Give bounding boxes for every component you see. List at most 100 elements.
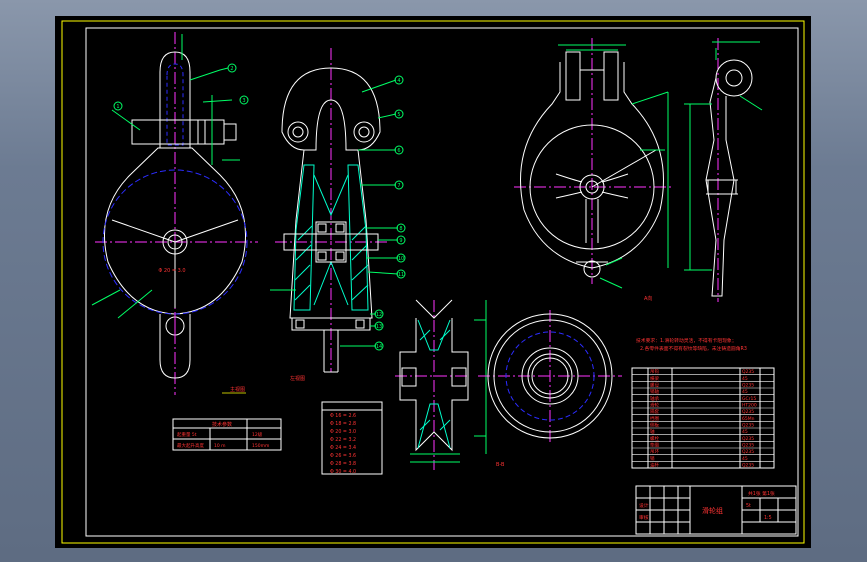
top-right-view-title: A向: [644, 295, 652, 302]
svg-text:150mm: 150mm: [252, 443, 269, 449]
parts-list-name: 轴承: [650, 395, 659, 402]
drawing-sheet-count: 共1张 第1张: [748, 490, 775, 497]
balloon-2: 2: [230, 66, 233, 72]
far-right-profile: [705, 77, 735, 297]
top-right-view: [514, 38, 672, 289]
technical-notes: 技术要求：1.滑轮转动灵活，不得有卡阻现象； 2.各零件表面不得有裂纹等缺陷，未…: [636, 337, 747, 352]
front-view-hook: [159, 51, 191, 149]
svg-text:技术参数: 技术参数: [212, 421, 232, 428]
sheave-face-view: [478, 310, 622, 444]
parts-list-name: 螺母: [650, 382, 659, 389]
parts-list-material: 45: [742, 456, 748, 462]
svg-text:14: 14: [376, 344, 382, 350]
front-view-title: 主视图: [230, 386, 245, 393]
checker-label: 审核: [639, 514, 649, 521]
front-view-bottom-eye: [159, 314, 191, 379]
far-right-view: [684, 38, 763, 302]
sheave-section: [395, 299, 487, 470]
parts-list-material: 65Mn: [742, 416, 755, 422]
tech-table: 技术参数 起重量 5t 12级 最大起升高度 10 m 150mm: [172, 418, 282, 451]
svg-text:13: 13: [376, 324, 382, 330]
svg-text:10: 10: [398, 256, 404, 262]
parts-list-name: 销: [650, 455, 655, 462]
svg-text:6: 6: [397, 148, 400, 154]
parts-list-name: 垫圈: [650, 442, 659, 449]
svg-text:Φ 16 = 2.6: Φ 16 = 2.6: [330, 413, 356, 419]
title-block: [635, 485, 797, 535]
svg-text:Φ 18 = 2.8: Φ 18 = 2.8: [330, 421, 356, 427]
title-block-text: 滑轮组 共1张 第1张 5t 1:5 设计 审核: [639, 490, 775, 521]
drawing-material: 5t: [746, 503, 751, 509]
svg-text:技术要求：1.滑轮转动灵活，不得有卡阻现象；: 技术要求：1.滑轮转动灵活，不得有卡阻现象；: [636, 337, 737, 344]
rope-table: Φ 16 = 2.6 Φ 18 = 2.8 Φ 20 = 3.0 Φ 22 = …: [321, 401, 383, 475]
front-view-hook-hidden: [166, 63, 184, 146]
parts-list-material: HT200: [742, 403, 757, 409]
parts-list: [631, 367, 775, 469]
section-view: [270, 48, 399, 373]
parts-list-material: Q235: [742, 409, 754, 415]
section-view-title: 左视图: [290, 375, 305, 382]
sheet-outer-border: [61, 20, 805, 544]
parts-list-name: 销轴: [650, 388, 659, 395]
balloon-3: 3: [242, 98, 245, 104]
svg-text:8: 8: [399, 226, 402, 232]
section-view-axle: [283, 233, 379, 251]
section-view-bottom-bar: [291, 317, 371, 331]
parts-list-material: 45: [742, 429, 748, 435]
section-view-balloons: 4 5 6 7 8 9 10 11 12 13 14 左视图: [290, 75, 406, 382]
parts-list-name: 轴: [650, 428, 655, 435]
sheave-section-outline: [399, 318, 469, 452]
svg-text:Φ 30 = 4.0: Φ 30 = 4.0: [330, 469, 356, 475]
svg-text:Φ 26 = 3.6: Φ 26 = 3.6: [330, 453, 356, 459]
front-view: [91, 32, 258, 395]
parts-list-material: Q235: [742, 443, 754, 449]
svg-text:最大起升高度: 最大起升高度: [177, 442, 204, 449]
svg-text:7: 7: [397, 183, 400, 189]
parts-list-material: GCr15: [742, 396, 756, 402]
drawing-scale: 1:5: [764, 515, 772, 521]
parts-list-material: Q235: [742, 369, 754, 375]
top-right-body: [520, 62, 664, 269]
parts-list-material: Q235: [742, 383, 754, 389]
svg-text:12: 12: [376, 312, 382, 318]
parts-list-name: 挡圈: [650, 415, 659, 422]
parts-list-name: 隔套: [650, 408, 659, 415]
svg-text:Φ 28 = 3.8: Φ 28 = 3.8: [330, 461, 356, 467]
section-view-left-plate: [293, 164, 315, 311]
parts-list-name: 螺栓: [650, 435, 659, 442]
parts-list-material: Q235: [742, 436, 754, 442]
parts-list-name: 横梁: [650, 375, 659, 382]
svg-text:5: 5: [397, 112, 400, 118]
front-view-hub-note: Φ 20 = 3.0: [158, 268, 185, 274]
svg-text:12级: 12级: [252, 431, 263, 438]
sheet-inner-border: [85, 27, 799, 537]
svg-text:Φ 20 = 3.0: Φ 20 = 3.0: [330, 429, 356, 435]
sheave-section-title: B-B: [496, 462, 505, 468]
designer-label: 设计: [639, 502, 649, 509]
section-view-right-plate: [347, 164, 369, 311]
parts-list-material: Q235: [742, 449, 754, 455]
svg-text:9: 9: [399, 238, 402, 244]
svg-text:起重量 5t: 起重量 5t: [177, 431, 197, 438]
parts-list-material: Q235: [742, 463, 754, 469]
parts-list-material: 45: [742, 389, 748, 395]
balloon-1: 1: [116, 104, 119, 110]
parts-list-name: 吊环: [650, 449, 659, 455]
parts-list-material: 45: [742, 376, 748, 382]
drawing-name: 滑轮组: [702, 506, 723, 515]
parts-list-name: 滑轮: [650, 402, 659, 409]
parts-list-name: 吊钩: [650, 368, 659, 375]
svg-text:Φ 22 = 3.2: Φ 22 = 3.2: [330, 437, 356, 443]
svg-text:4: 4: [397, 78, 400, 84]
svg-text:2.各零件表面不得有裂纹等缺陷，未注铸造圆角R3: 2.各零件表面不得有裂纹等缺陷，未注铸造圆角R3: [640, 345, 747, 352]
svg-text:Φ 24 = 3.4: Φ 24 = 3.4: [330, 445, 356, 451]
parts-list-material: Q235: [742, 423, 754, 429]
front-view-labels: 1 2 3 Φ 20 = 3.0 主视图: [113, 63, 249, 394]
svg-text:10 m: 10 m: [214, 443, 226, 449]
drawing-sheet: [55, 16, 811, 548]
front-view-nut: [223, 123, 237, 141]
parts-list-name: 侧板: [650, 422, 659, 429]
svg-text:11: 11: [398, 272, 404, 278]
